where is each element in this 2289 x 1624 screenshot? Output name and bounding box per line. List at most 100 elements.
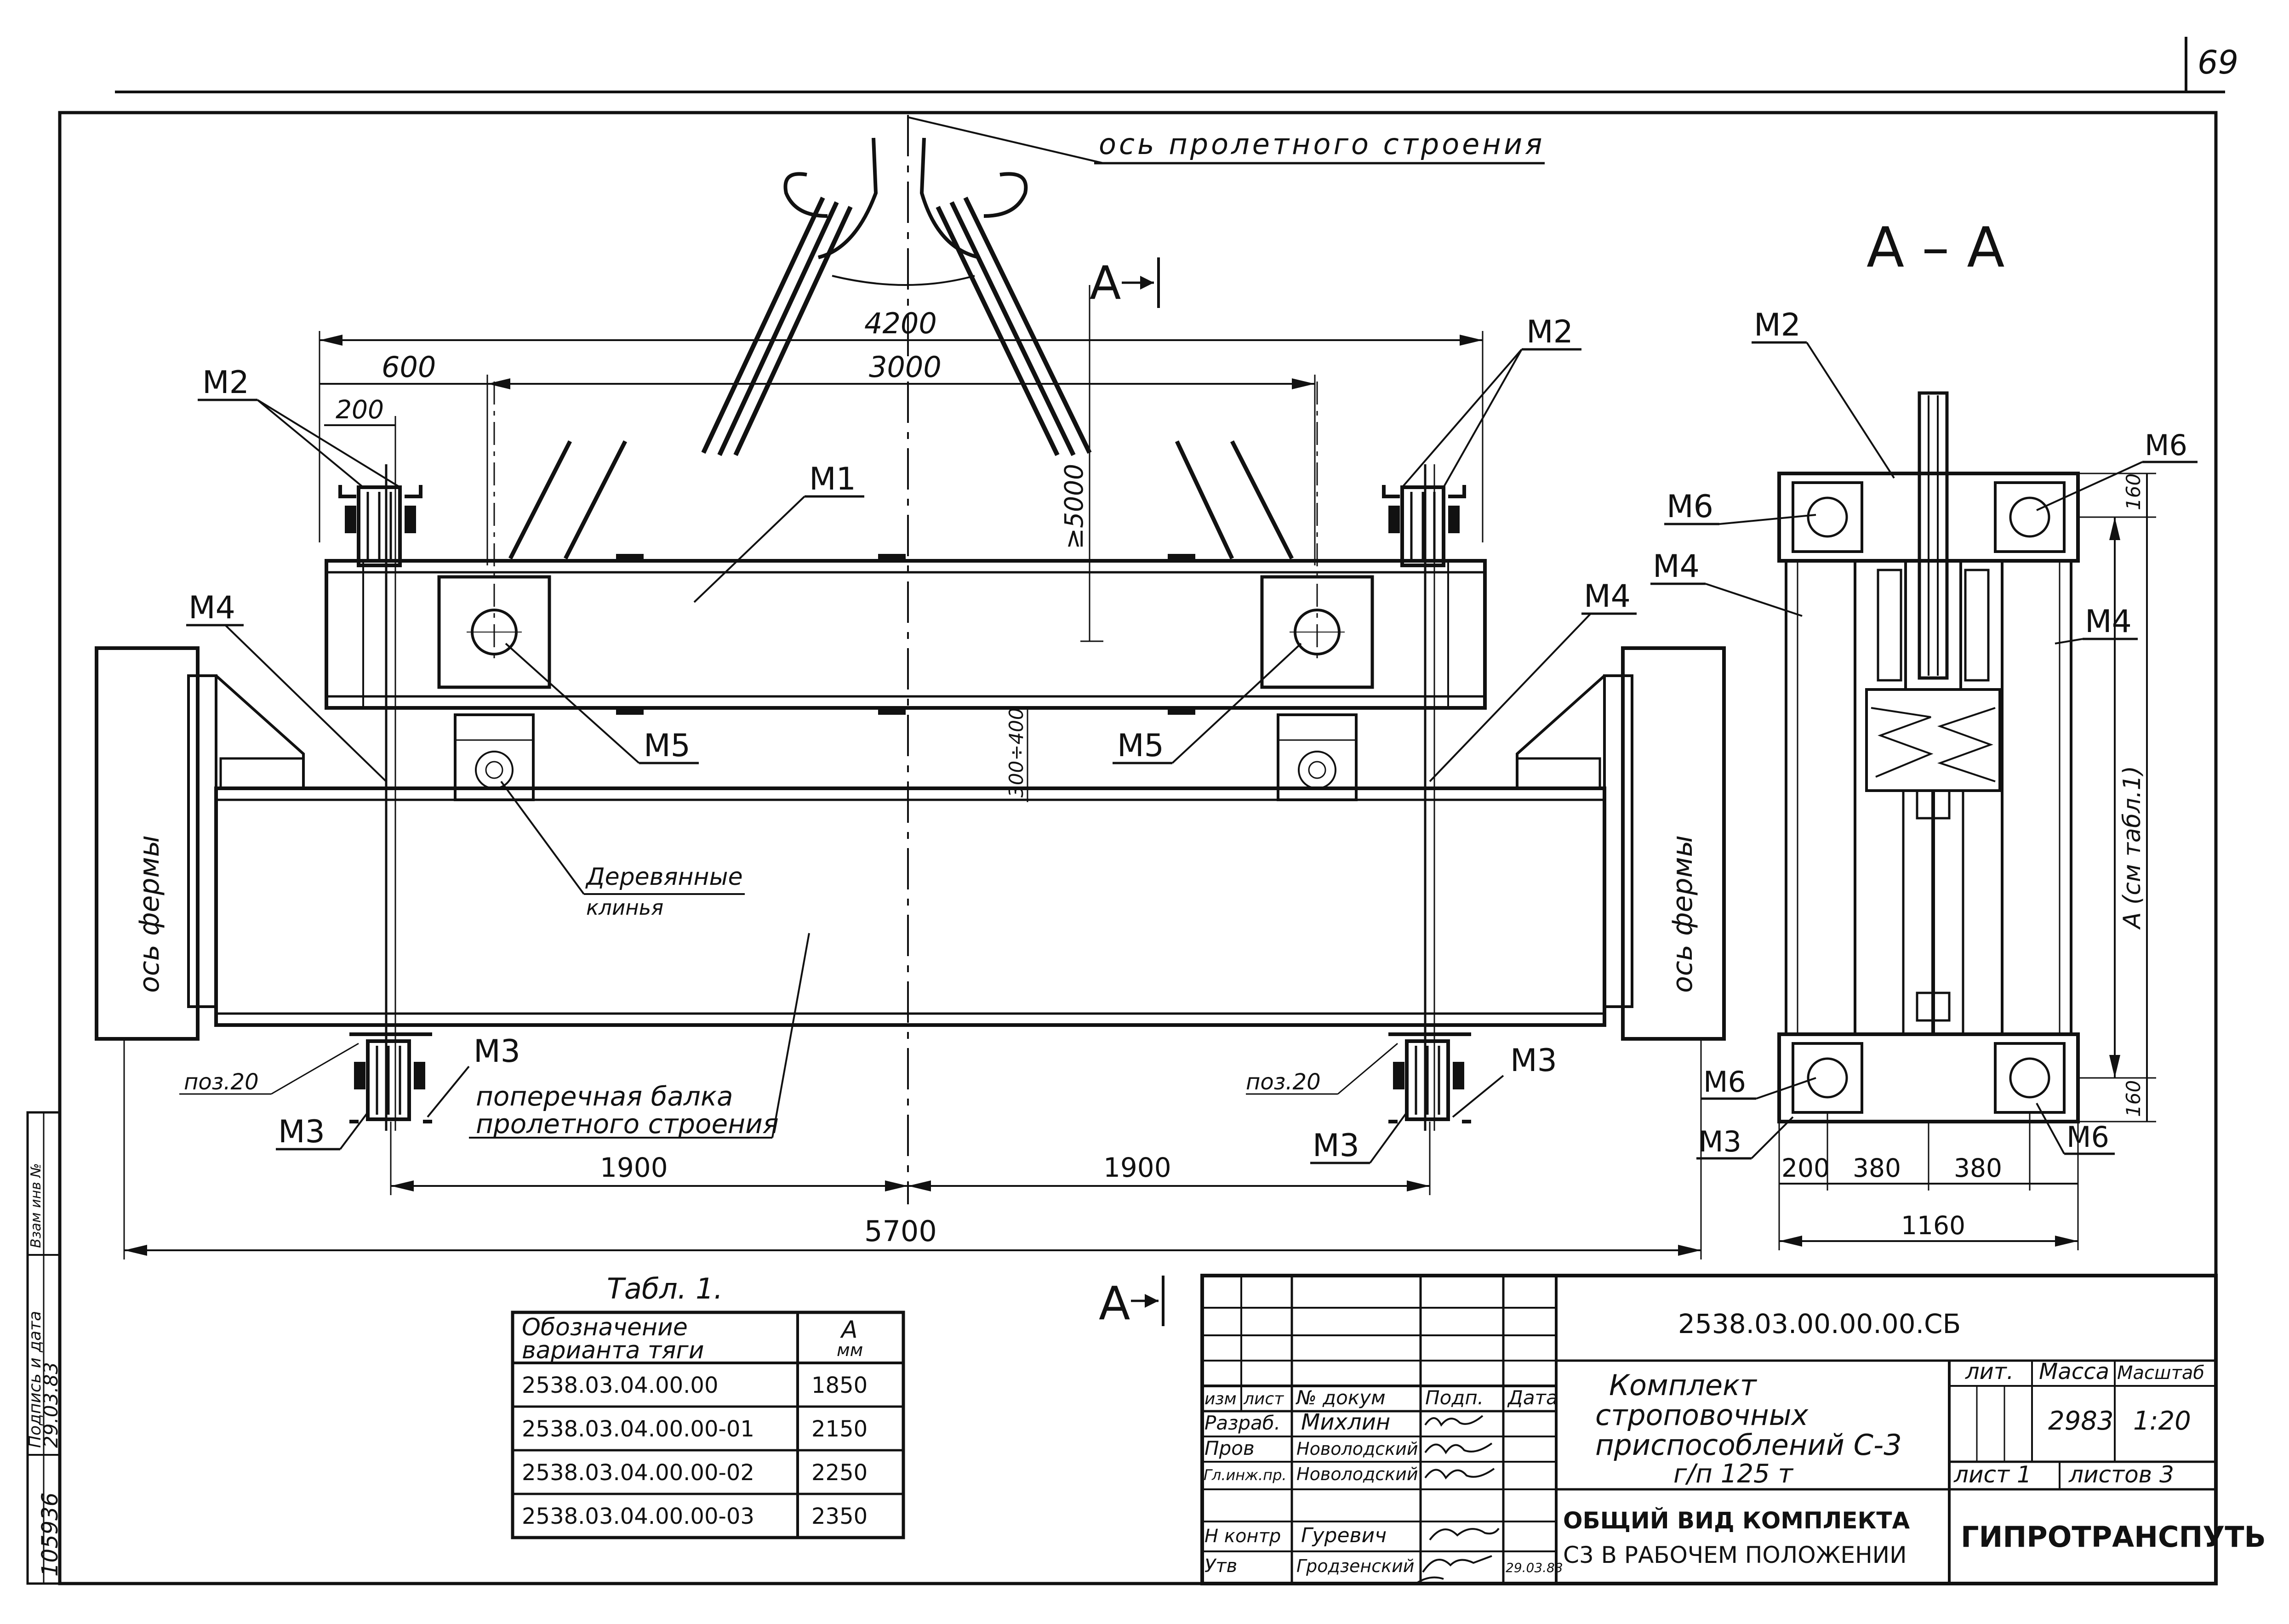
span-axis-label: ось пролетного строения — [1099, 127, 1545, 161]
dim-200-aa-text: 200 — [1781, 1153, 1830, 1183]
span-axis-leader — [908, 116, 1104, 164]
tb-mass-label: Масса — [2039, 1359, 2109, 1385]
cross-beam — [95, 646, 1726, 1041]
label-aa-m6-top-left: М6 — [1667, 489, 1713, 525]
label-aa-m3: М3 — [1699, 1125, 1741, 1158]
label-cross-beam-1: поперечная балка — [476, 1081, 733, 1112]
truss-axis-label-right: ось фермы — [1667, 835, 1699, 993]
label-m5-left: М5 — [644, 728, 691, 764]
label-aa-m4-right: М4 — [2085, 604, 2132, 640]
section-aa-dims — [1778, 473, 2156, 1250]
tb-subtitle-2: С3 В РАБОЧЕМ ПОЛОЖЕНИИ — [1563, 1542, 1907, 1568]
table1-row4-a: 2350 — [811, 1504, 868, 1529]
label-wooden-wedges-1: Деревянные — [585, 863, 743, 891]
tb-title-4: г/п 125 т — [1673, 1459, 1793, 1489]
page-number: 69 — [2198, 44, 2238, 81]
label-aa-m2: М2 — [1754, 307, 1801, 343]
title-doc-code: 2538.03.00.00.00.СБ — [1678, 1308, 1961, 1339]
tb-title-3: приспособлений С-3 — [1595, 1428, 1902, 1462]
label-m2-right: М2 — [1526, 314, 1573, 350]
label-aa-m6-bottom-right: М6 — [2066, 1120, 2109, 1154]
label-m3-right-top: М3 — [1510, 1043, 1557, 1079]
dim-160-bottom-text: 160 — [2122, 1080, 2145, 1117]
label-m3-left-top: М3 — [474, 1033, 520, 1070]
label-poz20-right: поз.20 — [1246, 1069, 1321, 1095]
tb-title-1: Комплект — [1609, 1368, 1757, 1402]
table1-row1-designation: 2538.03.04.00.00 — [522, 1373, 719, 1398]
label-poz20-left: поз.20 — [184, 1069, 259, 1095]
section-marker-bottom-label: А — [1099, 1276, 1130, 1330]
dim-1900-right-text: 1900 — [1103, 1152, 1171, 1183]
dim-1900-left-text: 1900 — [600, 1152, 668, 1183]
tb-sheet: лист 1 — [1953, 1461, 2032, 1488]
label-m3-left-bottom: М3 — [278, 1114, 325, 1150]
margin-inv-number: 105936 — [37, 1493, 63, 1577]
hanger-top-left — [338, 485, 422, 567]
margin-date: 29.03.83 — [40, 1362, 62, 1448]
dim-1160-text: 1160 — [1901, 1211, 1965, 1240]
dim-200-text: 200 — [336, 395, 384, 424]
table1-header-col1-l1: Обозначение — [522, 1314, 688, 1341]
tb-head-date: Дата — [1507, 1386, 1558, 1409]
label-wooden-wedges-2: клинья — [586, 895, 663, 920]
crane-hook — [783, 137, 1028, 286]
tb-approval-date: 29.03.83 — [1506, 1560, 1563, 1575]
table1-row2-designation: 2538.03.04.00.00-01 — [522, 1416, 754, 1442]
tb-name-2: Новолодский — [1296, 1439, 1418, 1459]
section-aa-title: А – А — [1867, 216, 2004, 280]
table1-grid — [511, 1311, 905, 1539]
tb-head-doc: № докум — [1296, 1386, 1386, 1409]
signatures — [1415, 1415, 1500, 1584]
label-m3-right-bottom: М3 — [1313, 1128, 1359, 1164]
dim-5000-text: ≥5000 — [1059, 464, 1089, 549]
tb-role-6: Утв — [1204, 1556, 1237, 1577]
label-m4-right: М4 — [1584, 578, 1631, 615]
tb-title-2: строповочных — [1595, 1398, 1809, 1432]
table1-header-col2-l1: А — [840, 1316, 858, 1344]
section-aa-leaders — [1650, 341, 2198, 1160]
tb-role-3: Гл.инж.пр. — [1204, 1466, 1287, 1484]
section-marker-top: А — [1090, 256, 1160, 310]
tb-name-3: Новолодский — [1296, 1464, 1418, 1484]
tb-name-5: Гуревич — [1301, 1524, 1387, 1547]
dim-600-text: 600 — [382, 350, 436, 384]
truss-axis-label-left: ось фермы — [133, 835, 166, 993]
tb-mass-value: 2983 — [2048, 1406, 2114, 1436]
table1-header-col2-l2: мм — [837, 1340, 863, 1360]
spreader-beam-m1 — [325, 382, 1487, 715]
tb-lit-label: лит. — [1965, 1359, 2014, 1385]
hanger-bottom-left — [349, 1032, 432, 1123]
dimension-200: 200 — [324, 395, 396, 478]
dimension-3000: 3000 — [486, 350, 1316, 565]
label-m1: М1 — [809, 461, 856, 497]
table1-row1-a: 1850 — [811, 1373, 868, 1398]
tb-head-izm: изм — [1204, 1390, 1237, 1408]
table1-caption: Табл. 1. — [607, 1272, 723, 1305]
hanger-bottom-right — [1388, 1032, 1471, 1123]
margin-stamp-label-1: Подпись и дата — [26, 1311, 45, 1448]
tb-organization: ГИПРОТРАНСПУТЬ — [1961, 1520, 2266, 1554]
label-aa-m6-bottom-left: М6 — [1703, 1065, 1746, 1099]
table1-row3-a: 2250 — [811, 1460, 868, 1486]
table1-header-col1-l2: варианта тяги — [522, 1337, 704, 1364]
section-aa-view — [1777, 391, 2080, 1123]
tb-name-1: Михлин — [1301, 1409, 1390, 1435]
tb-head-list: лист — [1243, 1390, 1284, 1408]
dimension-4200: 4200 — [319, 307, 1484, 542]
dimension-1900: 1900 1900 — [390, 1122, 1431, 1195]
label-m5-right: М5 — [1117, 728, 1164, 764]
dim-300-400-text: 300÷400 — [1005, 707, 1027, 798]
dim-5700-text: 5700 — [864, 1214, 937, 1248]
section-marker-bottom: А — [1099, 1276, 1164, 1330]
label-m2-left: М2 — [202, 365, 249, 401]
label-cross-beam-2: пролетного строения — [476, 1108, 779, 1140]
tb-name-6: Гродзенский — [1296, 1556, 1414, 1576]
tb-role-2: Пров — [1204, 1437, 1255, 1459]
title-block-grid — [1200, 1274, 2218, 1585]
front-view-leaders — [179, 348, 1637, 1164]
dim-4200-text: 4200 — [864, 307, 937, 340]
dim-3000-text: 3000 — [869, 350, 942, 384]
label-m4-left: М4 — [188, 590, 235, 626]
tb-scale-label: Масштаб — [2117, 1362, 2204, 1384]
